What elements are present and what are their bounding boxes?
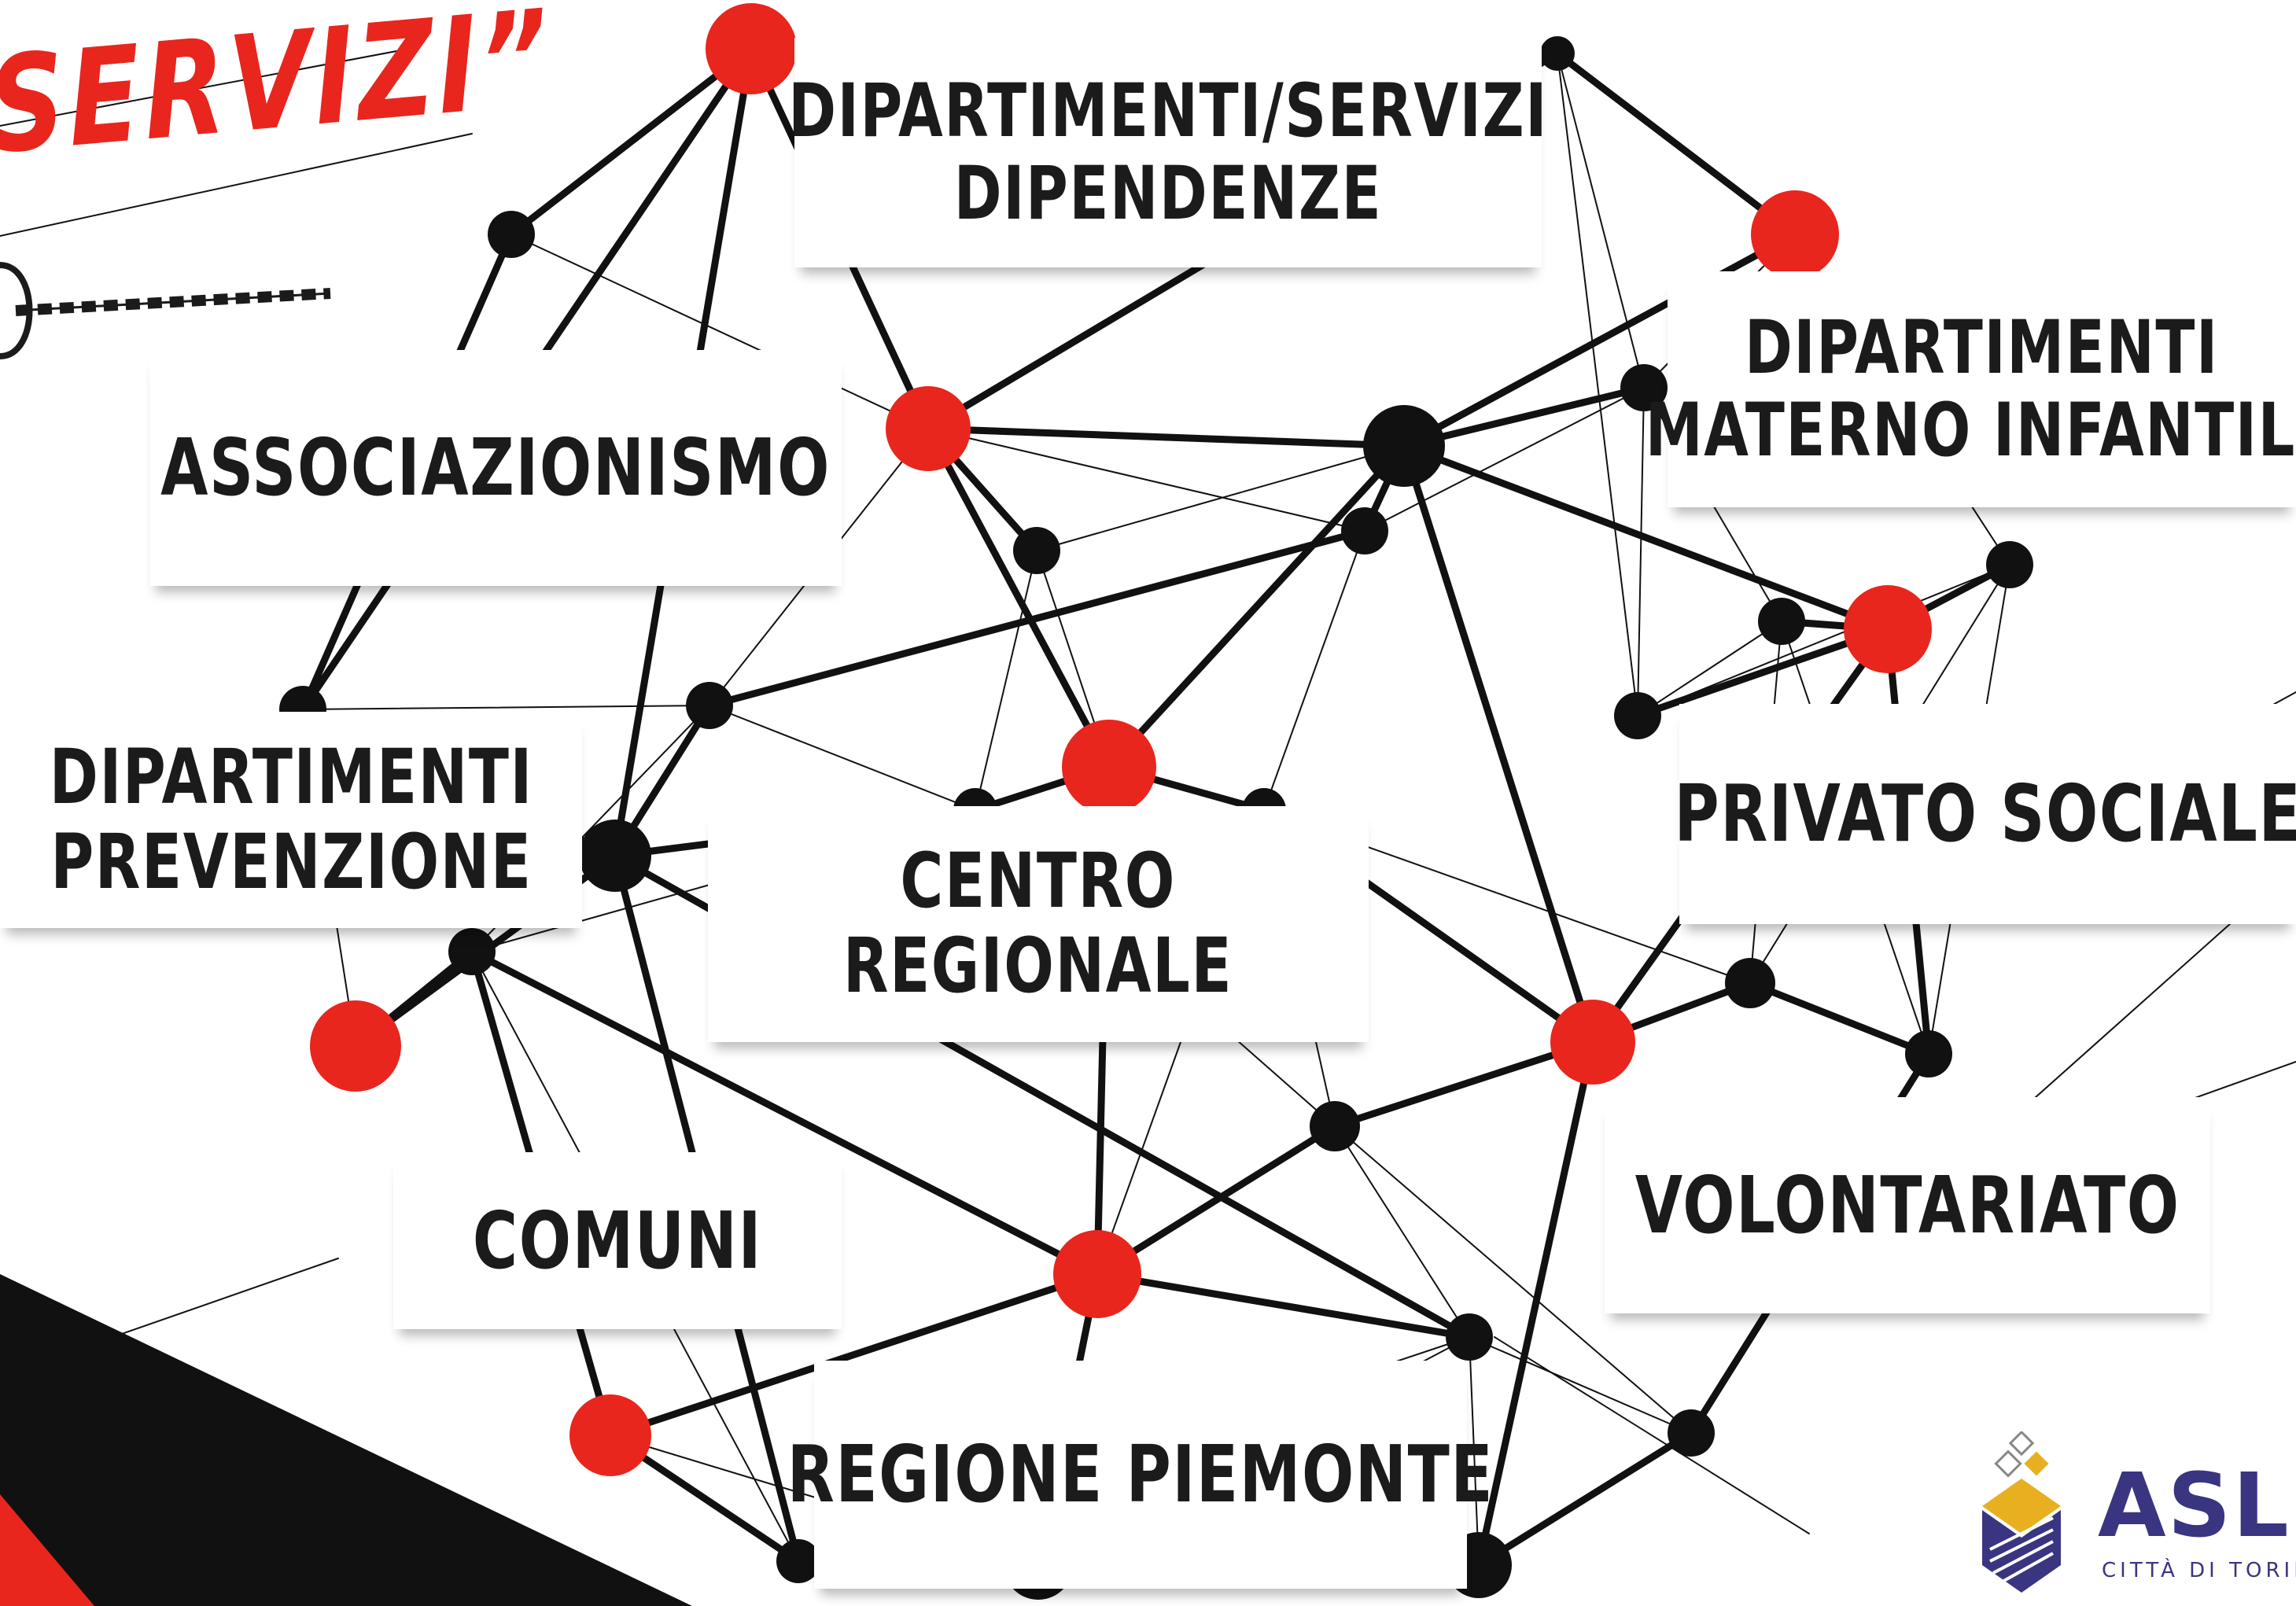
thin-edge [1469, 1336, 1692, 1434]
thin-edge [975, 550, 1037, 811]
red-node [1062, 720, 1156, 814]
black-node [1614, 692, 1661, 739]
black-node [1668, 1409, 1715, 1457]
thin-edge [0, 48, 410, 127]
thin-edge [1334, 1125, 1470, 1338]
black-node [1540, 36, 1575, 71]
rope-illustration [0, 262, 331, 359]
thin-edge [1334, 1125, 1692, 1434]
thin-edge [1494, 1336, 1810, 1534]
thick-edge [1105, 442, 1408, 771]
black-node [776, 1539, 820, 1583]
black-node [1363, 405, 1445, 487]
black-node [686, 682, 733, 729]
black-node [1725, 958, 1775, 1008]
label-dipartimenti-materno-infantili: DIPARTIMENTI MATERNO INFANTILI [1645, 271, 2296, 507]
thin-edge [1364, 387, 1645, 532]
label-regione-piemonte: REGIONE PIEMONTE [787, 1361, 1493, 1589]
thick-edge [1400, 384, 1648, 450]
logo-name: ASL [2098, 1455, 2290, 1557]
label-line: MATERNO INFANTILI [1645, 388, 2296, 473]
label-line: VOLONTARIATO [1634, 1158, 2180, 1251]
label-line: REGIONE PIEMONTE [787, 1428, 1494, 1520]
thin-edge [1469, 1336, 1480, 1566]
black-node [579, 820, 651, 892]
label-line: ASSOCIAZIONISMO [160, 422, 831, 514]
black-node [1986, 541, 2033, 588]
thick-edge [507, 45, 755, 238]
thin-edge [1637, 387, 1645, 716]
thick-edge [1400, 442, 1597, 1046]
red-node [1550, 1000, 1635, 1085]
thin-edge [0, 133, 473, 237]
thick-edge [1475, 1038, 1597, 1569]
label-volontariato: VOLONTARIATO [1605, 1097, 2210, 1313]
black-node [488, 211, 535, 258]
black-node [1446, 1313, 1493, 1361]
thick-edge [1553, 50, 1799, 238]
thick-edge [468, 948, 1101, 1278]
thick-edge [1400, 442, 1892, 633]
thin-edge [1637, 621, 1782, 716]
label-dipartimenti-prevenzione: DIPARTIMENTI PREVENZIONE [0, 712, 582, 928]
label-line: PRIVATO SOCIALE [1674, 768, 2296, 860]
thick-edge [706, 527, 1369, 709]
label-line: DIPARTIMENTI/SERVIZI [788, 68, 1548, 154]
red-node [1053, 1230, 1141, 1318]
logo-emblem-icon [1982, 1431, 2061, 1593]
red-node [1751, 190, 1839, 278]
red-node [1844, 585, 1932, 673]
red-node [886, 386, 971, 471]
red-node [706, 3, 797, 94]
black-node [1620, 364, 1668, 411]
thin-edge [510, 234, 929, 429]
red-node [310, 1000, 401, 1092]
label-dipartimenti-servizi-dipendenze: DIPARTIMENTI/SERVIZI DIPENDENZE [788, 38, 1546, 267]
thin-edge [1263, 530, 1365, 811]
black-node [1341, 507, 1388, 554]
thin-edge [1036, 445, 1405, 551]
corner-red-shape [0, 1494, 94, 1606]
label-line: DIPENDENZE [953, 151, 1383, 237]
label-line: DIPARTIMENTI [1745, 304, 2219, 391]
thick-edge [924, 425, 1113, 771]
black-node [1758, 598, 1805, 645]
label-privato-sociale: PRIVATO SOCIALE [1674, 704, 2296, 924]
asl-logo: ASL CITTÀ DI TORINO [1966, 1431, 2296, 1600]
thin-edge [927, 428, 1365, 532]
thick-edge [1634, 625, 1892, 720]
thick-edge [924, 425, 1408, 450]
black-node [1310, 1101, 1360, 1151]
thin-edge [709, 705, 976, 811]
thin-edge [1557, 53, 1645, 389]
thick-edge [1093, 1270, 1473, 1341]
label-associazionismo: ASSOCIAZIONISMO [149, 350, 842, 586]
red-node [569, 1394, 651, 1476]
label-line: CENTRO [900, 837, 1177, 926]
thick-edge [1093, 1122, 1339, 1278]
thick-edge [1400, 230, 1799, 450]
label-line: REGIONALE [843, 922, 1233, 1010]
thick-edge [1475, 1429, 1695, 1569]
black-node [1013, 527, 1060, 574]
thin-edge [302, 705, 710, 710]
label-comuni: COMUNI [393, 1152, 842, 1329]
label-line: COMUNI [472, 1194, 763, 1287]
thin-edge [0, 1258, 339, 1377]
label-line: DIPARTIMENTI [49, 732, 533, 821]
label-centro-regionale: CENTRO REGIONALE [708, 806, 1369, 1042]
logo-subtitle: CITTÀ DI TORINO [2102, 1559, 2296, 1582]
corner-black-shape [0, 1274, 692, 1606]
thick-edge [1746, 979, 1933, 1058]
black-node [1905, 1030, 1952, 1077]
label-line: PREVENZIONE [50, 817, 533, 906]
thick-edge [606, 1270, 1101, 1439]
black-node [448, 928, 496, 975]
thin-edge [1557, 53, 1638, 716]
thick-edge [1331, 1038, 1597, 1130]
